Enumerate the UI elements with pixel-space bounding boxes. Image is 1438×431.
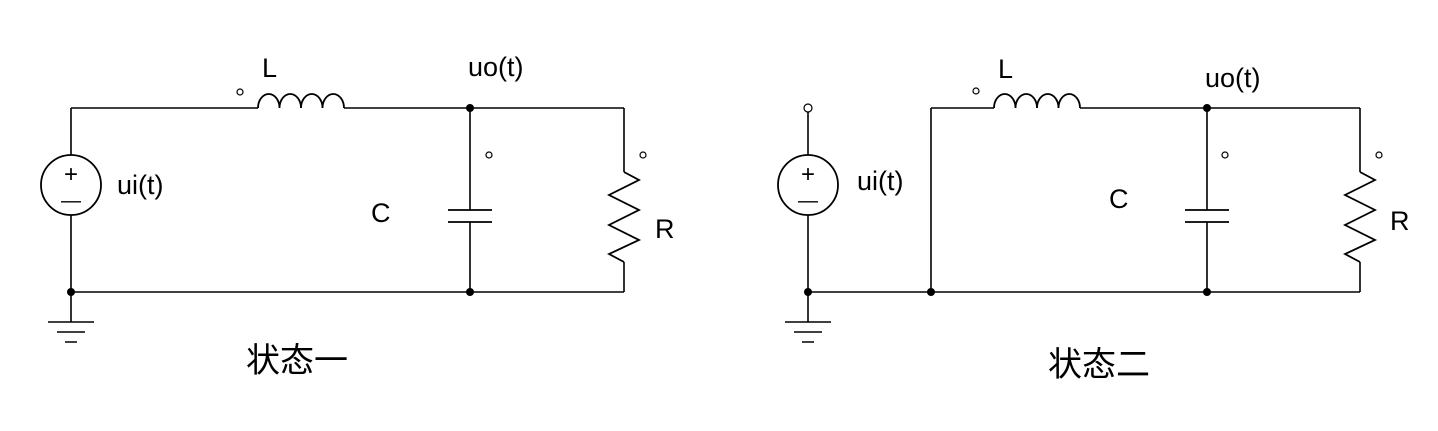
junction-node-bottom-left [804,288,812,296]
inductor [993,93,1081,109]
caption-state-1: 状态一 [246,341,348,381]
label-inductor: L [998,54,1013,84]
inductor-pin-marker [236,88,244,96]
voltage-source: + — [777,154,839,216]
circuit-state-2: + — L uo(t) ui(t) C R 状态二 [777,54,1410,385]
voltage-source: + — [40,154,102,216]
source-plus-sign: + [64,161,78,188]
junction-node-bottom-inner [927,288,935,296]
capacitor [1185,209,1229,223]
source-minus-sign: — [61,190,81,212]
resistor [606,171,642,263]
resistor-pin-marker [1375,151,1383,159]
junction-node-bottom-left [67,288,75,296]
circuit-state-1: + — L uo(t) ui(t) C R 状态一 [40,52,675,381]
label-source-voltage: ui(t) [857,166,904,196]
label-output-voltage: uo(t) [1205,63,1261,93]
label-capacitor: C [1109,184,1129,214]
resistor-pin-marker [639,151,647,159]
label-output-voltage: uo(t) [468,52,524,82]
caption-state-2: 状态二 [1048,345,1150,385]
ground-symbol [48,321,94,343]
label-capacitor: C [371,198,391,228]
label-resistor: R [1390,206,1410,236]
label-inductor: L [262,53,277,83]
label-resistor: R [655,214,675,244]
inductor-pin-marker [972,87,980,95]
capacitor-pin-marker [485,151,493,159]
junction-node-top [1203,104,1211,112]
inductor [257,93,345,109]
junction-node-bottom-mid [1203,288,1211,296]
ground-symbol [785,321,831,343]
label-source-voltage: ui(t) [117,170,164,200]
junction-node-bottom-mid [466,288,474,296]
capacitor [448,209,492,223]
source-plus-sign: + [801,161,815,188]
open-terminal [803,103,813,113]
capacitor-pin-marker [1221,151,1229,159]
junction-node-top [466,104,474,112]
source-minus-sign: — [798,190,818,212]
resistor [1342,171,1378,263]
